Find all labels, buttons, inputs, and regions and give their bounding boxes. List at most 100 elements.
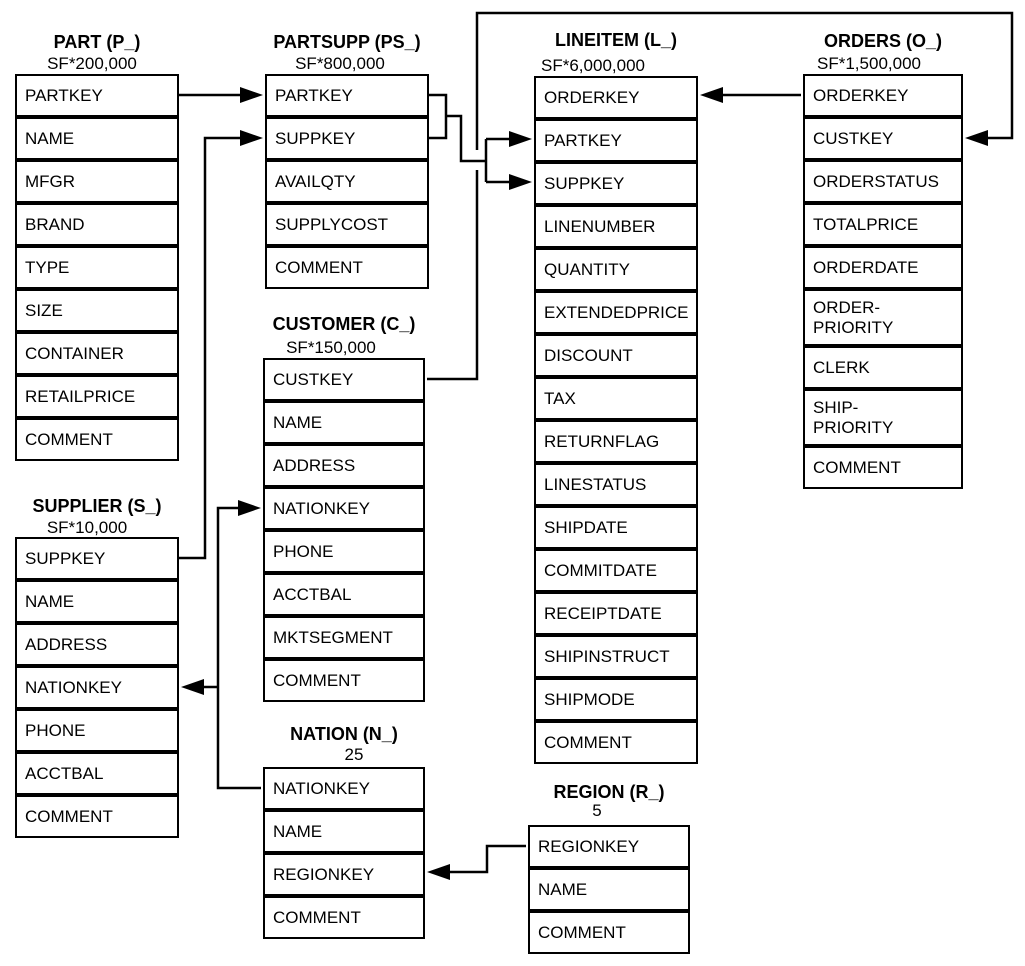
table-part-cardinality: SF*200,000: [47, 54, 137, 73]
column-part-retailprice: RETAILPRICE: [15, 375, 179, 418]
column-lineitem-extendedprice: EXTENDEDPRICE: [534, 291, 698, 334]
column-lineitem-receiptdate: RECEIPTDATE: [534, 592, 698, 635]
column-nation-comment: COMMENT: [263, 896, 425, 939]
column-orders-orderstatus: ORDERSTATUS: [803, 160, 963, 203]
arrow-region-regionkey-to-nation-regionkey-line: [450, 844, 526, 874]
table-customer-title: CUSTOMER (C_): [272, 314, 416, 334]
table-customer-cardinality: SF*150,000: [286, 338, 376, 357]
column-partsupp-suppkey: SUPPKEY: [265, 117, 429, 160]
arrow-part-partkey-to-partsupp-partkey-arrowhead-icon: [240, 87, 263, 103]
table-orders-title: ORDERS (O_): [823, 31, 942, 51]
column-region-comment: COMMENT: [528, 911, 690, 954]
table-supplier-title: SUPPLIER (S_): [32, 496, 162, 516]
table-nation-cardinality: 25: [344, 745, 364, 764]
column-partsupp-partkey: PARTKEY: [265, 74, 429, 117]
arrow-part-partkey-to-partsupp-partkey: [179, 87, 263, 103]
column-nation-nationkey: NATIONKEY: [263, 767, 425, 810]
table-part-title: PART (P_): [53, 32, 141, 52]
arrow-nation-nationkey-to-customer-nationkey-line: [216, 506, 261, 790]
arrow-orders-orderkey-to-lineitem-orderkey-arrowhead-icon: [700, 87, 723, 103]
arrow-partsupp-partkey-to-lineitem-partkey: [429, 93, 532, 163]
column-part-name: NAME: [15, 117, 179, 160]
column-region-name: NAME: [528, 868, 690, 911]
column-customer-phone: PHONE: [263, 530, 425, 573]
column-part-partkey: PARTKEY: [15, 74, 179, 117]
table-partsupp-title: PARTSUPP (PS_): [273, 32, 421, 52]
column-part-type: TYPE: [15, 246, 179, 289]
column-customer-custkey: CUSTKEY: [263, 358, 425, 401]
arrow-partsupp-partkey-to-lineitem-partkey-arrowhead-icon: [509, 131, 532, 147]
column-orders-order-priority: ORDER- PRIORITY: [803, 289, 963, 346]
arrow-nation-nationkey-to-customer-nationkey-arrowhead-icon: [238, 500, 261, 516]
table-partsupp-cardinality: SF*800,000: [295, 54, 385, 73]
column-lineitem-shipmode: SHIPMODE: [534, 678, 698, 721]
column-part-comment: COMMENT: [15, 418, 179, 461]
column-lineitem-tax: TAX: [534, 377, 698, 420]
column-customer-address: ADDRESS: [263, 444, 425, 487]
column-lineitem-orderkey: ORDERKEY: [534, 76, 698, 119]
column-orders-clerk: CLERK: [803, 346, 963, 389]
column-supplier-acctbal: ACCTBAL: [15, 752, 179, 795]
column-supplier-suppkey: SUPPKEY: [15, 537, 179, 580]
column-partsupp-availqty: AVAILQTY: [265, 160, 429, 203]
column-lineitem-shipinstruct: SHIPINSTRUCT: [534, 635, 698, 678]
arrow-nation-nationkey-to-customer-nationkey: [216, 500, 261, 790]
column-orders-orderdate: ORDERDATE: [803, 246, 963, 289]
arrow-supplier-suppkey-to-partsupp-suppkey-line: [179, 136, 241, 560]
table-lineitem-title: LINEITEM (L_): [555, 30, 677, 50]
column-orders-custkey: CUSTKEY: [803, 117, 963, 160]
arrow-orders-orderkey-to-lineitem-orderkey: [700, 87, 801, 103]
table-region-title: REGION (R_): [553, 782, 665, 802]
column-lineitem-shipdate: SHIPDATE: [534, 506, 698, 549]
column-lineitem-comment: COMMENT: [534, 721, 698, 764]
table-region-cardinality: 5: [592, 801, 602, 820]
column-part-brand: BRAND: [15, 203, 179, 246]
column-customer-nationkey: NATIONKEY: [263, 487, 425, 530]
arrow-customer-custkey-to-orders-custkey-arrowhead-icon: [965, 130, 988, 146]
arrow-supplier-suppkey-to-partsupp-suppkey-arrowhead-icon: [240, 130, 263, 146]
column-customer-name: NAME: [263, 401, 425, 444]
column-lineitem-linenumber: LINENUMBER: [534, 205, 698, 248]
column-nation-regionkey: REGIONKEY: [263, 853, 425, 896]
column-lineitem-quantity: QUANTITY: [534, 248, 698, 291]
column-supplier-nationkey: NATIONKEY: [15, 666, 179, 709]
column-lineitem-returnflag: RETURNFLAG: [534, 420, 698, 463]
arrow-nation-nationkey-to-supplier-nationkey: [181, 679, 218, 695]
column-lineitem-linestatus: LINESTATUS: [534, 463, 698, 506]
column-customer-comment: COMMENT: [263, 659, 425, 702]
column-orders-totalprice: TOTALPRICE: [803, 203, 963, 246]
table-nation-title: NATION (N_): [290, 724, 398, 744]
column-partsupp-supplycost: SUPPLYCOST: [265, 203, 429, 246]
arrow-partsupp-partkey-to-lineitem-partkey-line: [429, 93, 509, 163]
arrow-partsupp-suppkey-to-lineitem-suppkey-arrowhead-icon: [509, 174, 532, 190]
column-region-regionkey: REGIONKEY: [528, 825, 690, 868]
arrow-partsupp-suppkey-to-lineitem-suppkey: [484, 161, 532, 190]
table-lineitem-cardinality: SF*6,000,000: [541, 56, 645, 75]
column-customer-acctbal: ACCTBAL: [263, 573, 425, 616]
column-orders-orderkey: ORDERKEY: [803, 74, 963, 117]
column-partsupp-comment: COMMENT: [265, 246, 429, 289]
column-part-container: CONTAINER: [15, 332, 179, 375]
column-lineitem-discount: DISCOUNT: [534, 334, 698, 377]
arrow-partsupp-suppkey-to-lineitem-suppkey-line: [484, 161, 509, 184]
column-part-mfgr: MFGR: [15, 160, 179, 203]
column-supplier-phone: PHONE: [15, 709, 179, 752]
column-supplier-address: ADDRESS: [15, 623, 179, 666]
column-lineitem-partkey: PARTKEY: [534, 119, 698, 162]
table-supplier-cardinality: SF*10,000: [46, 518, 128, 537]
column-lineitem-suppkey: SUPPKEY: [534, 162, 698, 205]
arrow-nation-nationkey-to-supplier-nationkey-arrowhead-icon: [181, 679, 204, 695]
column-supplier-comment: COMMENT: [15, 795, 179, 838]
column-nation-name: NAME: [263, 810, 425, 853]
table-orders-cardinality: SF*1,500,000: [817, 54, 921, 73]
column-orders-comment: COMMENT: [803, 446, 963, 489]
arrow-region-regionkey-to-nation-regionkey: [427, 844, 526, 880]
column-lineitem-commitdate: COMMITDATE: [534, 549, 698, 592]
